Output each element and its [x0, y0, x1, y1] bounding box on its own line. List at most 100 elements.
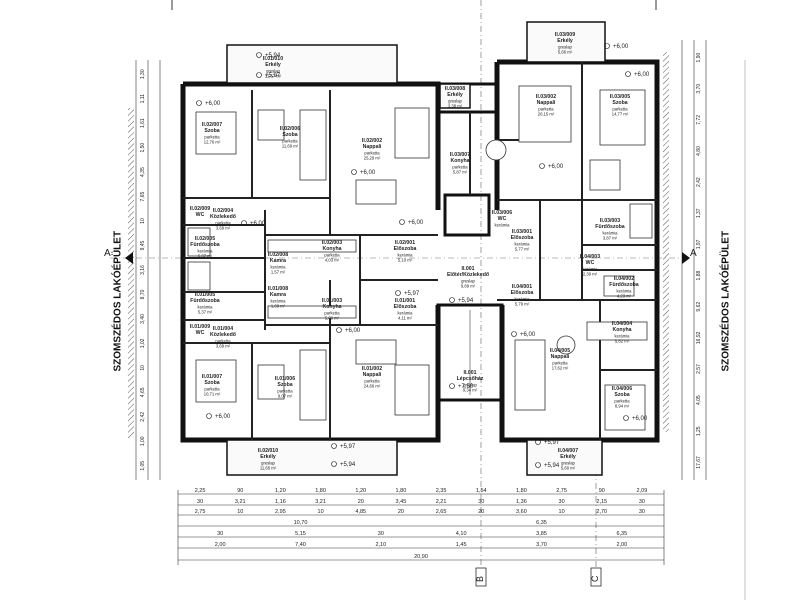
room-floor: kerámia [198, 248, 214, 253]
room-id: II.001 [464, 370, 477, 376]
room-area: 9,34 m² [463, 388, 478, 393]
room-id: II.04/001 [512, 284, 532, 290]
room-floor: kerámia [515, 296, 531, 301]
dimension-value: 1,97 [696, 239, 702, 249]
room-name: Nappali [537, 100, 556, 106]
dimension-value: 4,80 [696, 146, 702, 156]
dimension-value: 5,15 [295, 531, 306, 537]
level-markers: +5,94 +5,97 +6,00 +6,00 +6,00 +6,00 +6,00 +6,00… [196, 43, 650, 469]
room-name: Fürdőszoba [595, 224, 625, 230]
room-name: Erkély [557, 38, 573, 44]
room-name: Nappali [363, 372, 382, 378]
level-value: +7,50 [458, 384, 474, 390]
level-marker: +5,94 [449, 297, 474, 304]
dimension-value: 1,25 [696, 426, 702, 436]
room-area: 14,77 m² [612, 112, 629, 117]
dimension-value: 2,09 [637, 488, 648, 494]
room-name: Előszoba [511, 290, 534, 296]
dimension-value: 20 [478, 509, 484, 515]
level-marker: +6,00 [241, 220, 266, 227]
room-floor: parketta [552, 360, 568, 365]
room-id: II.01/007 [202, 374, 222, 380]
dimension-value: 3,21 [235, 499, 246, 505]
room-area: 11,67 m² [265, 74, 282, 79]
room-area: 2,30 m² [583, 272, 598, 277]
dimension-value: 4,35 [140, 167, 146, 177]
dimension-value: 2,42 [696, 177, 702, 187]
dimension-value: 1,20 [275, 488, 286, 494]
level-value: +6,00 [408, 220, 424, 226]
dimension-value: 1,50 [140, 143, 146, 153]
room-name: WC [498, 216, 507, 222]
dimension-value: 10 [318, 509, 324, 515]
room-area: 4,11 m² [398, 316, 412, 321]
dimension-value: 3,16 [140, 265, 146, 275]
dimension-value: 1,80 [516, 488, 527, 494]
level-marker: +6,00 [351, 169, 376, 176]
room-name: Erkély [260, 454, 276, 460]
dimension-value: 2,70 [596, 509, 607, 515]
level-value: +6,00 [632, 416, 648, 422]
room-name: Konyha [450, 158, 469, 164]
level-marker: +6,00 [539, 163, 564, 170]
room-floor: kerámia [615, 333, 631, 338]
room-area: 11,69 m² [282, 144, 299, 149]
section-marker-a-left: A [104, 248, 133, 264]
dimension-value: 1,80 [396, 488, 407, 494]
dimension-value: 10 [140, 365, 146, 371]
level-marker: +5,97 [535, 439, 560, 446]
dimension-value: 2,10 [375, 542, 386, 548]
level-value: +5,94 [458, 298, 474, 304]
dimension-value: 9,62 [696, 302, 702, 312]
level-marker: +5,94 [535, 462, 560, 469]
room-floor: parketta [324, 252, 340, 257]
room-name: WC [196, 330, 205, 336]
room-id: II.03/002 [536, 94, 556, 100]
level-marker: +6,00 [399, 219, 424, 226]
room-floor: greslap [461, 278, 475, 283]
section-marker-c: C [590, 567, 602, 587]
dimension-value: 16,92 [696, 331, 702, 344]
room-id: II.03/008 [445, 86, 465, 92]
dimension-value: 3,85 [536, 531, 547, 537]
dimension-value: 1,02 [140, 338, 146, 348]
room-id: II.04/002 [614, 276, 634, 282]
room-id: II.01/008 [268, 286, 288, 292]
level-marker: +6,00 [625, 71, 650, 78]
room-floor: parketta [204, 134, 220, 139]
room-id: II.01/010 [263, 56, 283, 62]
dimension-value: 2,35 [436, 488, 447, 494]
room-area: 9,07 m² [278, 394, 293, 399]
dimension-value: 4,85 [355, 509, 366, 515]
dimension-value: 8,70 [140, 289, 146, 299]
svg-text:A: A [104, 248, 111, 259]
room-id: II.03/009 [555, 32, 575, 38]
level-marker: +6,00 [196, 100, 221, 107]
level-value: +6,00 [360, 170, 376, 176]
room-floor: parketta [215, 338, 231, 343]
room-id: II.03/001 [512, 229, 532, 235]
level-marker: +5,97 [256, 72, 281, 79]
dimension-value: 90 [599, 488, 605, 494]
dimension-value: 30 [639, 509, 645, 515]
dimension-value: 2,57 [696, 364, 702, 374]
room-area: 3,69 m² [216, 226, 231, 231]
dimension-value: 2,42 [140, 412, 146, 422]
room-area: 4,23 m² [617, 294, 632, 299]
level-value: +5,97 [544, 440, 560, 446]
